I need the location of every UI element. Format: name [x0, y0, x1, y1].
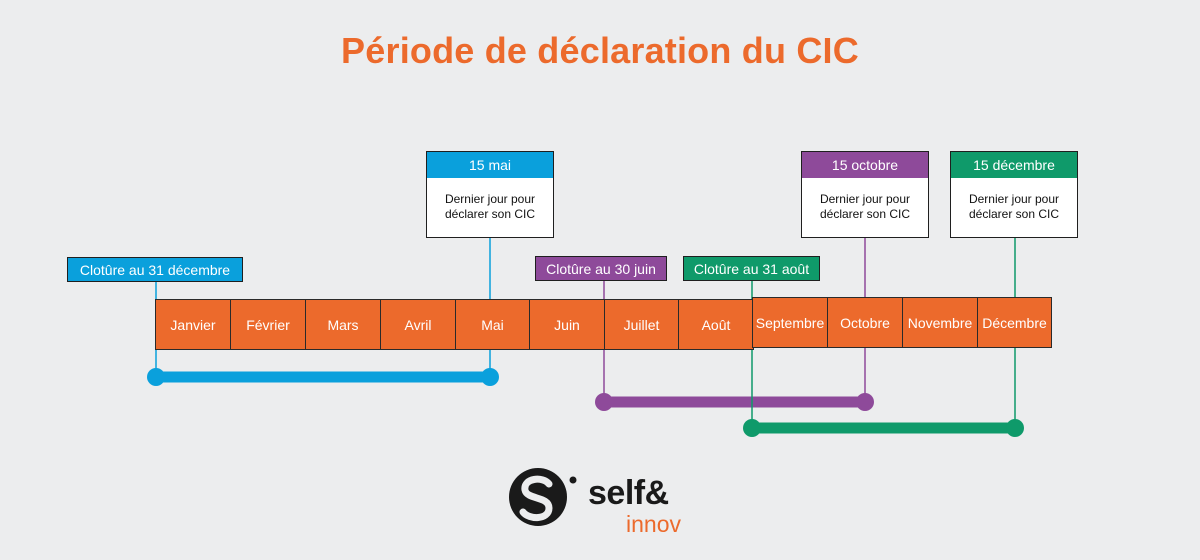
closure-tag-june: Clotûre au 30 juin: [535, 256, 667, 281]
logo-mark-icon: [509, 468, 577, 526]
month-septembre: Septembre: [752, 297, 828, 348]
month-avril: Avril: [380, 299, 456, 350]
green-range-end: [1006, 419, 1024, 437]
self-innov-logo: self& innov: [505, 462, 705, 542]
purple-range-end: [856, 393, 874, 411]
logo-wordmark: self&: [588, 474, 669, 512]
logo-subtitle: innov: [626, 511, 681, 537]
deadline-line-1: Dernier jour pour: [819, 192, 911, 206]
deadline-date: 15 mai: [427, 152, 553, 178]
month-aout: Août: [678, 299, 754, 350]
purple-range-start: [595, 393, 613, 411]
closure-tag-december: Clotûre au 31 décembre: [67, 257, 243, 282]
deadline-text: Dernier jour pour déclarer son CIC: [951, 178, 1077, 222]
deadline-box-may: 15 mai Dernier jour pour déclarer son CI…: [426, 151, 554, 238]
blue-range-start: [147, 368, 165, 386]
page-title: Période de déclaration du CIC: [341, 30, 859, 71]
deadline-text: Dernier jour pour déclarer son CIC: [427, 178, 553, 222]
deadline-date: 15 décembre: [951, 152, 1077, 178]
deadline-line-2: déclarer son CIC: [819, 207, 911, 221]
month-mars: Mars: [305, 299, 381, 350]
month-mai: Mai: [455, 299, 530, 350]
deadline-text: Dernier jour pour déclarer son CIC: [802, 178, 928, 222]
month-janvier: Janvier: [155, 299, 231, 350]
deadline-date: 15 octobre: [802, 152, 928, 178]
deadline-line-1: Dernier jour pour: [968, 192, 1060, 206]
deadline-line-2: déclarer son CIC: [968, 207, 1060, 221]
month-decembre: Décembre: [977, 297, 1052, 348]
deadline-line-1: Dernier jour pour: [444, 192, 536, 206]
month-fevrier: Février: [230, 299, 306, 350]
month-juillet: Juillet: [604, 299, 679, 350]
deadline-line-2: déclarer son CIC: [444, 207, 536, 221]
month-novembre: Novembre: [902, 297, 978, 348]
closure-tag-august: Clotûre au 31 août: [683, 256, 820, 281]
month-octobre: Octobre: [827, 297, 903, 348]
green-range-start: [743, 419, 761, 437]
deadline-box-october: 15 octobre Dernier jour pour déclarer so…: [801, 151, 929, 238]
blue-range-end: [481, 368, 499, 386]
deadline-box-december: 15 décembre Dernier jour pour déclarer s…: [950, 151, 1078, 238]
month-juin: Juin: [529, 299, 605, 350]
